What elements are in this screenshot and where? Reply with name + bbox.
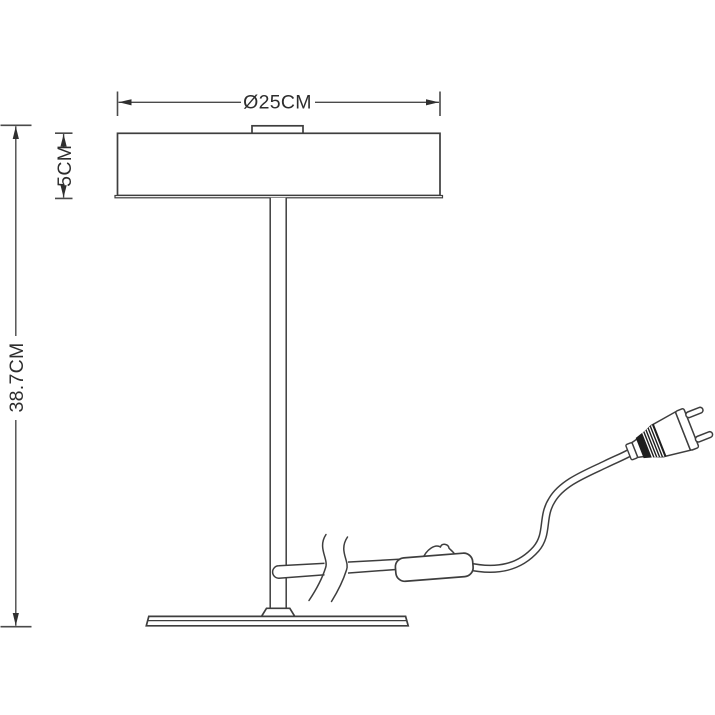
shade-height-label: 5CM [54, 145, 76, 187]
pole-fill [270, 197, 287, 609]
arrowhead-left-icon [118, 99, 132, 106]
rib-stripe [647, 424, 663, 460]
break-gap [324, 554, 348, 578]
break-squiggle-icon [308, 533, 327, 602]
cord-right-section [462, 448, 634, 573]
dimension-diameter: Ø25CM [116, 91, 441, 116]
plug-rib-stripes [640, 423, 666, 463]
diameter-label: Ø25CM [243, 92, 312, 114]
arrowhead-up-icon [12, 126, 19, 139]
rib-stripe [650, 423, 666, 459]
shade-rim [114, 194, 444, 199]
dimension-shade-height: 5CM [54, 132, 76, 200]
rib-stripe [640, 427, 656, 463]
plug-pin [694, 430, 714, 443]
break-squiggle-icon [330, 536, 349, 603]
total-height-label: 38.7CM [6, 342, 28, 412]
label-backing [241, 92, 315, 112]
plug-face [675, 408, 700, 451]
lamp-shade [116, 132, 441, 197]
arrowhead-right-icon [426, 99, 439, 106]
cord-left-section [271, 533, 400, 603]
arrowhead-down-icon [12, 613, 19, 626]
plug-pin [685, 406, 704, 419]
dimension-total-height: 38.7CM [0, 124, 32, 628]
label-backing [54, 147, 74, 184]
arrowhead-up-icon [60, 134, 67, 147]
lamp [114, 124, 444, 627]
rib-stripe [642, 426, 658, 462]
cord-inner [464, 450, 633, 572]
strain-relief-collar [625, 442, 639, 461]
switch-body [394, 552, 474, 583]
inline-switch [394, 543, 474, 583]
euro-plug [625, 406, 714, 463]
rib-stripe [645, 425, 661, 461]
arrowhead-down-icon [60, 185, 67, 198]
label-backing [5, 336, 27, 420]
pole-base-joint [259, 607, 297, 618]
